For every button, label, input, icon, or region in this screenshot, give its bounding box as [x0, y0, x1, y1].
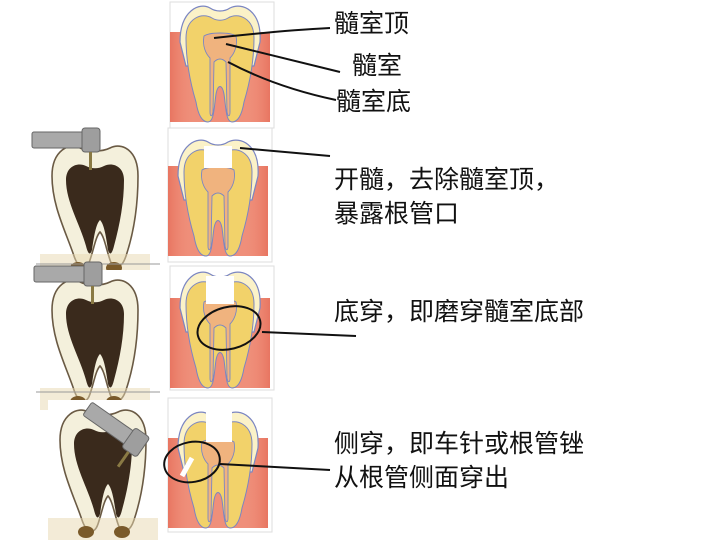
- callout-line-lateral-perforation: [219, 463, 331, 471]
- perforation-circle-lateral: [163, 440, 221, 484]
- xray-tooth-3: [47, 398, 159, 541]
- label-step1-line1: 开髓，去除髓室顶，: [334, 165, 560, 194]
- callout-line-open-pulp: [239, 147, 331, 157]
- tooth-panel-anatomy: [169, 1, 275, 129]
- label-pulp-floor: 髓室底: [336, 87, 412, 116]
- callout-line-pulp-roof: [213, 27, 331, 39]
- perforation-circle-floor: [196, 305, 262, 351]
- tooth-panel-open-pulp: [167, 127, 273, 263]
- callout-line-pulp-chamber: [225, 43, 341, 73]
- xray-tooth-1: [31, 127, 151, 277]
- callout-line-floor-perforation: [261, 331, 357, 337]
- callout-line-pulp-floor: [227, 61, 337, 101]
- tooth-panel-floor-perforation: [169, 265, 275, 391]
- label-pulp-roof: 髓室顶: [334, 9, 410, 38]
- label-step3-line2: 从根管侧面穿出: [334, 463, 510, 492]
- label-step2-line1: 底穿，即磨穿髓室底部: [334, 297, 585, 326]
- label-step1-line2: 暴露根管口: [334, 199, 460, 228]
- label-pulp-chamber: 髓室: [352, 51, 403, 80]
- label-step3-line1: 侧穿，即车针或根管锉: [334, 429, 585, 458]
- xray-tooth-2: [33, 261, 151, 411]
